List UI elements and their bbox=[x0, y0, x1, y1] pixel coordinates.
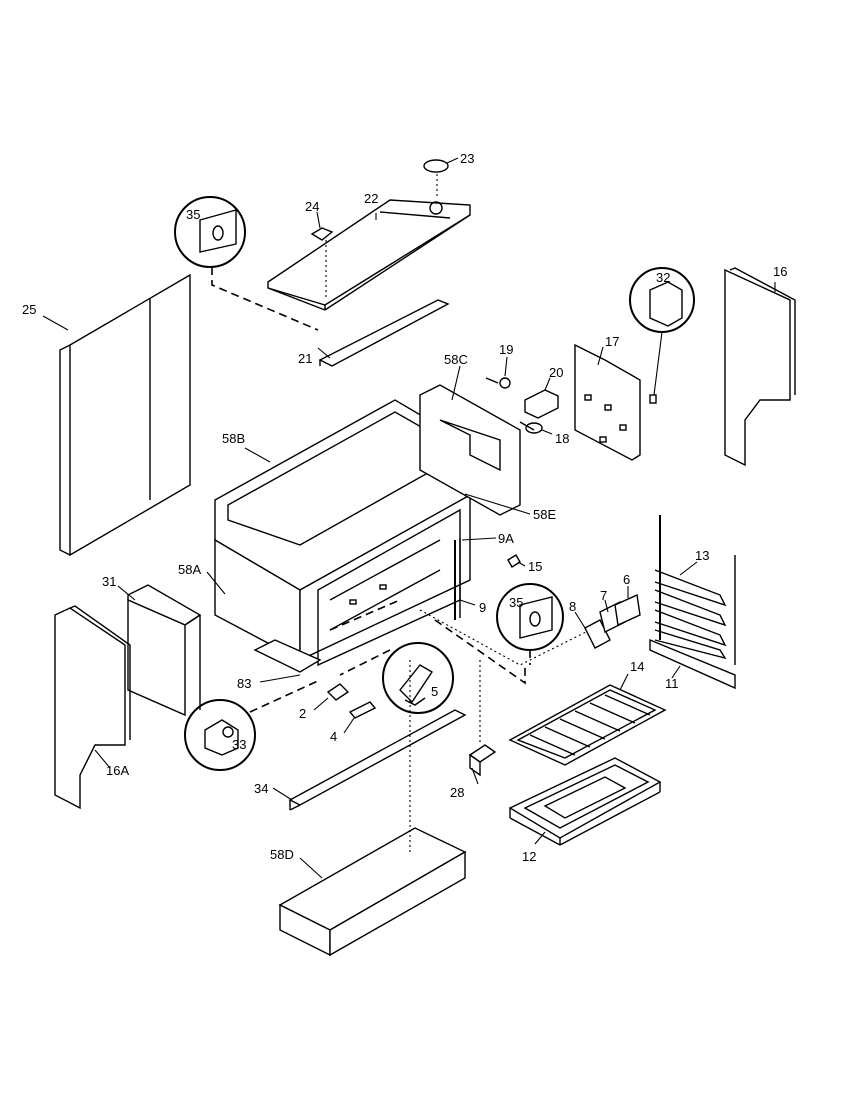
part-15-clip bbox=[507, 554, 526, 568]
callout-35-top bbox=[174, 196, 319, 331]
part-31-panel bbox=[117, 584, 202, 717]
label-24: 24 bbox=[305, 199, 319, 214]
label-28: 28 bbox=[450, 785, 464, 800]
part-4-pin bbox=[343, 701, 377, 734]
part-labels: 23 24 22 35 21 25 32 16 19 58C 17 20 18 … bbox=[22, 151, 787, 864]
label-58d: 58D bbox=[270, 847, 294, 862]
label-32: 32 bbox=[656, 270, 670, 285]
part-9a-rod bbox=[454, 537, 497, 620]
label-34: 34 bbox=[254, 781, 268, 796]
label-22: 22 bbox=[364, 191, 378, 206]
part-28-bracket bbox=[468, 660, 497, 785]
label-13: 13 bbox=[695, 548, 709, 563]
part-14-oven-rack bbox=[508, 673, 667, 766]
label-58c: 58C bbox=[444, 352, 468, 367]
part-17-bracket bbox=[574, 343, 641, 461]
label-23: 23 bbox=[460, 151, 474, 166]
label-58e: 58E bbox=[533, 507, 556, 522]
label-5: 5 bbox=[431, 684, 438, 699]
label-31: 31 bbox=[102, 574, 116, 589]
label-20: 20 bbox=[549, 365, 563, 380]
label-6: 6 bbox=[623, 572, 630, 587]
label-9a: 9A bbox=[498, 531, 514, 546]
part-9 bbox=[459, 599, 476, 606]
part-23-cap bbox=[423, 157, 459, 198]
label-4: 4 bbox=[330, 729, 337, 744]
part-83 bbox=[259, 674, 301, 683]
label-2: 2 bbox=[299, 706, 306, 721]
label-16: 16 bbox=[773, 264, 787, 279]
part-20-switch bbox=[524, 377, 559, 419]
part-8 bbox=[574, 611, 611, 649]
label-35-middle: 35 bbox=[509, 595, 523, 610]
label-21: 21 bbox=[298, 351, 312, 366]
label-15: 15 bbox=[528, 559, 542, 574]
part-34-kickplate bbox=[272, 709, 467, 811]
part-21-rail bbox=[317, 299, 450, 367]
label-16a: 16A bbox=[106, 763, 129, 778]
callout-5 bbox=[339, 642, 454, 714]
part-58e bbox=[464, 493, 531, 515]
label-25: 25 bbox=[22, 302, 36, 317]
part-22-top-panel bbox=[267, 199, 471, 311]
callout-35-middle bbox=[496, 583, 564, 665]
label-9: 9 bbox=[479, 600, 486, 615]
label-33: 33 bbox=[232, 737, 246, 752]
label-19: 19 bbox=[499, 342, 513, 357]
part-19-screw bbox=[485, 356, 511, 389]
label-12: 12 bbox=[522, 849, 536, 864]
label-8: 8 bbox=[569, 599, 576, 614]
label-17: 17 bbox=[605, 334, 619, 349]
label-11: 11 bbox=[665, 676, 679, 691]
label-14: 14 bbox=[630, 659, 644, 674]
callout-33 bbox=[184, 679, 321, 771]
part-18-bulb bbox=[519, 421, 553, 435]
label-18: 18 bbox=[555, 431, 569, 446]
cavity-dashed-outline bbox=[329, 599, 591, 685]
part-24-clip bbox=[310, 211, 334, 300]
label-35-top: 35 bbox=[186, 207, 200, 222]
part-58a-oven-cavity bbox=[206, 493, 471, 673]
part-25-side-panel bbox=[42, 273, 191, 557]
callout-32 bbox=[629, 267, 695, 404]
label-58a: 58A bbox=[178, 562, 201, 577]
part-12-broiler-pan bbox=[508, 757, 662, 846]
part-58d-insulation bbox=[278, 660, 467, 957]
part-2-hinge bbox=[313, 683, 350, 711]
part-11-rail bbox=[649, 638, 736, 690]
part-16-side-panel bbox=[724, 267, 796, 467]
part-16a-side-panel bbox=[54, 605, 131, 810]
label-58b: 58B bbox=[222, 431, 245, 446]
part-6 bbox=[614, 586, 641, 627]
part-58c-insulation-block bbox=[419, 365, 521, 516]
label-7: 7 bbox=[600, 588, 607, 603]
part-13-rack-guide bbox=[654, 515, 736, 665]
label-83: 83 bbox=[237, 676, 251, 691]
